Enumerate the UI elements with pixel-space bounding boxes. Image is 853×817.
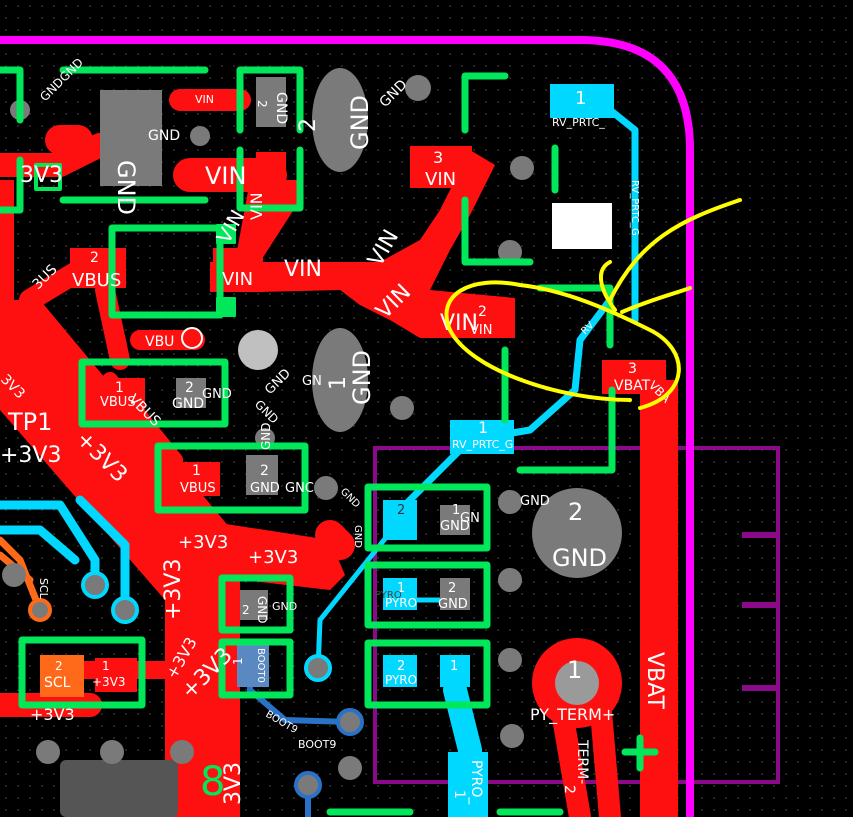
svg-text:RV_PRTC_: RV_PRTC_ bbox=[552, 116, 605, 129]
svg-text:GND: GND bbox=[438, 597, 468, 612]
svg-text:GND: GND bbox=[273, 92, 289, 124]
svg-text:PYRO: PYRO bbox=[385, 673, 417, 687]
svg-text:3V3: 3V3 bbox=[20, 163, 63, 188]
svg-text:VBAT: VBAT bbox=[642, 652, 667, 709]
svg-text:2: 2 bbox=[255, 100, 269, 108]
svg-text:GND: GND bbox=[202, 387, 232, 402]
silkscreen-green bbox=[0, 66, 659, 816]
svg-text:1: 1 bbox=[326, 376, 351, 390]
svg-text:1: 1 bbox=[397, 581, 405, 596]
red-pads bbox=[70, 146, 622, 728]
svg-text:VBUS: VBUS bbox=[100, 395, 136, 410]
svg-text:1: 1 bbox=[451, 790, 467, 799]
svg-text:VIN: VIN bbox=[222, 269, 253, 290]
svg-text:VBUS: VBUS bbox=[72, 270, 121, 291]
svg-text:3: 3 bbox=[433, 148, 443, 167]
svg-text:1: 1 bbox=[478, 418, 488, 437]
svg-text:PYRO_: PYRO_ bbox=[468, 760, 484, 805]
svg-text:+3V3: +3V3 bbox=[178, 532, 228, 553]
svg-text:VIN: VIN bbox=[470, 323, 492, 338]
svg-text:1: 1 bbox=[102, 659, 110, 673]
svg-text:VIN: VIN bbox=[247, 192, 266, 220]
svg-text:VIN: VIN bbox=[205, 162, 246, 190]
svg-text:2: 2 bbox=[90, 250, 99, 266]
svg-text:GN: GN bbox=[302, 374, 322, 389]
svg-text:+3V3: +3V3 bbox=[248, 547, 298, 568]
svg-text:GND: GND bbox=[172, 396, 204, 412]
svg-text:RV_PRTC_G: RV_PRTC_G bbox=[452, 438, 513, 451]
svg-text:PY_TERM+: PY_TERM+ bbox=[530, 705, 615, 725]
svg-text:+3V3: +3V3 bbox=[161, 559, 186, 620]
svg-text:GND: GND bbox=[440, 519, 470, 534]
svg-text:VBUS: VBUS bbox=[180, 481, 216, 496]
svg-text:RV_PRTC_G: RV_PRTC_G bbox=[629, 180, 640, 236]
svg-text:GND: GND bbox=[112, 160, 140, 215]
svg-text:+3V3: +3V3 bbox=[0, 443, 61, 468]
svg-text:TP1: TP1 bbox=[7, 408, 52, 436]
svg-text:GN: GN bbox=[460, 511, 480, 526]
svg-text:1: 1 bbox=[567, 656, 582, 684]
svg-text:VIN: VIN bbox=[284, 257, 322, 282]
svg-text:GND: GND bbox=[255, 596, 269, 624]
ic-pad-gnd-large bbox=[100, 90, 162, 186]
svg-text:1: 1 bbox=[192, 463, 201, 479]
svg-text:2: 2 bbox=[561, 785, 577, 794]
svg-text:2: 2 bbox=[568, 498, 583, 526]
svg-text:PYRO: PYRO bbox=[385, 596, 417, 610]
svg-text:+3V3: +3V3 bbox=[30, 705, 75, 724]
svg-text:2: 2 bbox=[242, 603, 250, 617]
svg-text:GND: GND bbox=[148, 128, 180, 144]
svg-text:GND: GND bbox=[259, 422, 273, 450]
cyan-pads bbox=[383, 84, 614, 817]
svg-text:TERM-: TERM- bbox=[574, 739, 590, 784]
svg-text:VIN: VIN bbox=[195, 93, 214, 106]
svg-text:8: 8 bbox=[200, 759, 225, 805]
svg-text:VIN: VIN bbox=[425, 169, 456, 190]
svg-text:2: 2 bbox=[260, 463, 269, 479]
svg-text:GND: GND bbox=[552, 544, 607, 572]
svg-text:1: 1 bbox=[575, 88, 586, 109]
svg-text:GND: GND bbox=[348, 350, 376, 405]
svg-text:SCL: SCL bbox=[37, 578, 50, 600]
svg-text:GND: GND bbox=[352, 525, 363, 548]
pad-boot bbox=[237, 645, 269, 687]
svg-text:GND: GND bbox=[520, 494, 550, 509]
grey-pads bbox=[60, 68, 622, 817]
svg-text:1: 1 bbox=[231, 657, 245, 665]
svg-text:GND: GND bbox=[346, 95, 374, 150]
svg-text:2: 2 bbox=[397, 503, 405, 518]
svg-text:+3V3: +3V3 bbox=[92, 675, 126, 689]
svg-text:2: 2 bbox=[55, 659, 63, 673]
svg-text:GND: GND bbox=[250, 481, 280, 496]
svg-text:VBAT: VBAT bbox=[614, 378, 651, 394]
board-outline bbox=[0, 36, 694, 817]
svg-text:1: 1 bbox=[115, 380, 124, 396]
svg-text:VBU: VBU bbox=[145, 334, 174, 350]
svg-text:1: 1 bbox=[452, 503, 460, 518]
mounting-hole-gnd bbox=[312, 68, 368, 172]
pad-white-square bbox=[552, 203, 612, 249]
svg-text:2: 2 bbox=[478, 304, 487, 320]
pad-scl bbox=[40, 655, 84, 697]
annotation-yellow bbox=[444, 198, 742, 410]
svg-text:SCL: SCL bbox=[44, 675, 71, 691]
svg-text:2: 2 bbox=[448, 581, 456, 596]
svg-text:BOOT9: BOOT9 bbox=[298, 738, 336, 751]
svg-text:BOOT0: BOOT0 bbox=[255, 648, 266, 683]
svg-text:3V3: 3V3 bbox=[221, 762, 246, 805]
svg-text:2: 2 bbox=[185, 380, 194, 396]
svg-text:2: 2 bbox=[296, 118, 321, 132]
svg-text:GNC: GNC bbox=[285, 481, 314, 496]
svg-text:2: 2 bbox=[397, 659, 405, 674]
svg-text:GND: GND bbox=[272, 600, 297, 613]
svg-text:3: 3 bbox=[628, 361, 637, 377]
svg-text:1: 1 bbox=[450, 659, 458, 674]
svg-text:PYRO: PYRO bbox=[375, 590, 402, 601]
